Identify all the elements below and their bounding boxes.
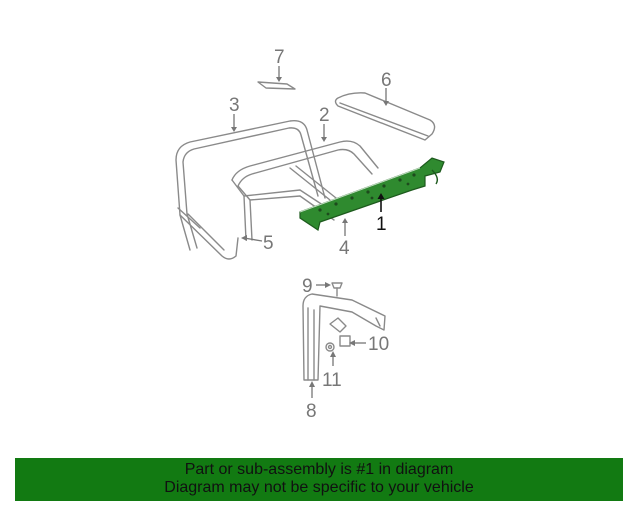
part-3-rear-bow (175, 120, 326, 260)
callout-8: 8 (306, 401, 317, 422)
banner-line-1: Part or sub-assembly is #1 in diagram (184, 461, 454, 478)
parts-diagram: 1 2 3 4 5 6 7 8 9 10 11 (175, 47, 445, 422)
callout-3: 3 (229, 95, 240, 116)
callout-2: 2 (319, 105, 330, 126)
callout-5: 5 (263, 233, 274, 254)
callout-9: 9 (302, 276, 313, 297)
part-10-clip (329, 317, 351, 347)
part-9-screw (331, 282, 343, 297)
part-7-bracket (257, 81, 296, 90)
callout-7: 7 (274, 47, 285, 68)
callout-1: 1 (376, 214, 387, 235)
callout-4: 4 (339, 238, 350, 259)
part-1-header-rail (299, 157, 445, 231)
callout-11: 11 (322, 370, 342, 391)
part-11-nut (325, 342, 335, 352)
callout-6: 6 (381, 70, 392, 91)
info-banner: Part or sub-assembly is #1 in diagram Di… (15, 458, 623, 501)
part-2-front-bow (231, 140, 379, 241)
callout-10: 10 (368, 334, 389, 355)
banner-line-2: Diagram may not be specific to your vehi… (164, 479, 474, 496)
part-6-rail-cover (334, 92, 436, 141)
part-8-pillar-trim (302, 293, 386, 381)
